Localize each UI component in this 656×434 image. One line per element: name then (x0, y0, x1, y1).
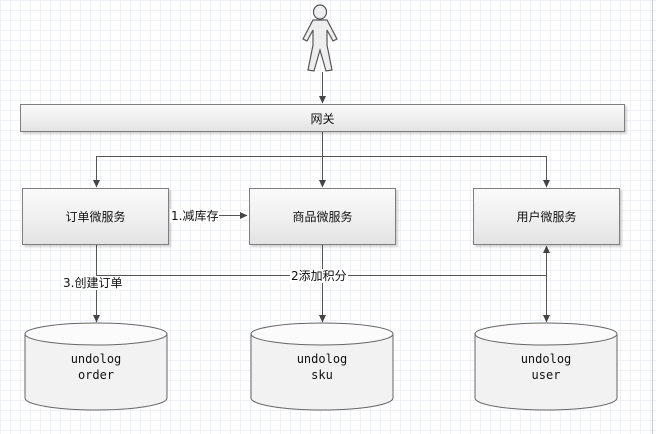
order-service-box: 订单微服务 (22, 188, 169, 245)
db-order: undolog order (24, 322, 168, 412)
gateway-box: 网关 (20, 104, 625, 132)
person-icon (302, 4, 338, 72)
db-user-line1: undolog (520, 352, 572, 366)
edge-label-reduce-stock: 1.减库存 (170, 209, 220, 223)
database-cylinder-icon (24, 322, 168, 411)
user-service-label: 用户微服务 (516, 210, 577, 224)
db-sku: undolog sku (250, 322, 394, 412)
db-order-line1: undolog (70, 352, 122, 366)
canvas-edge (652, 0, 653, 434)
db-user-line2: user (531, 368, 561, 382)
edge-label-create-order: 3.创建订单 (62, 276, 124, 290)
db-order-line2: order (77, 368, 115, 382)
database-cylinder-icon (474, 322, 618, 411)
product-service-box: 商品微服务 (249, 188, 396, 245)
order-service-label: 订单微服务 (65, 210, 126, 224)
product-service-label: 商品微服务 (292, 210, 353, 224)
gateway-label: 网关 (310, 111, 335, 126)
db-user: undolog user (474, 322, 618, 412)
db-sku-line1: undolog (296, 352, 348, 366)
edge-label-add-points: 2添加积分 (290, 269, 348, 283)
user-service-box: 用户微服务 (473, 188, 620, 245)
db-sku-line2: sku (311, 368, 333, 382)
database-cylinder-icon (250, 322, 394, 411)
